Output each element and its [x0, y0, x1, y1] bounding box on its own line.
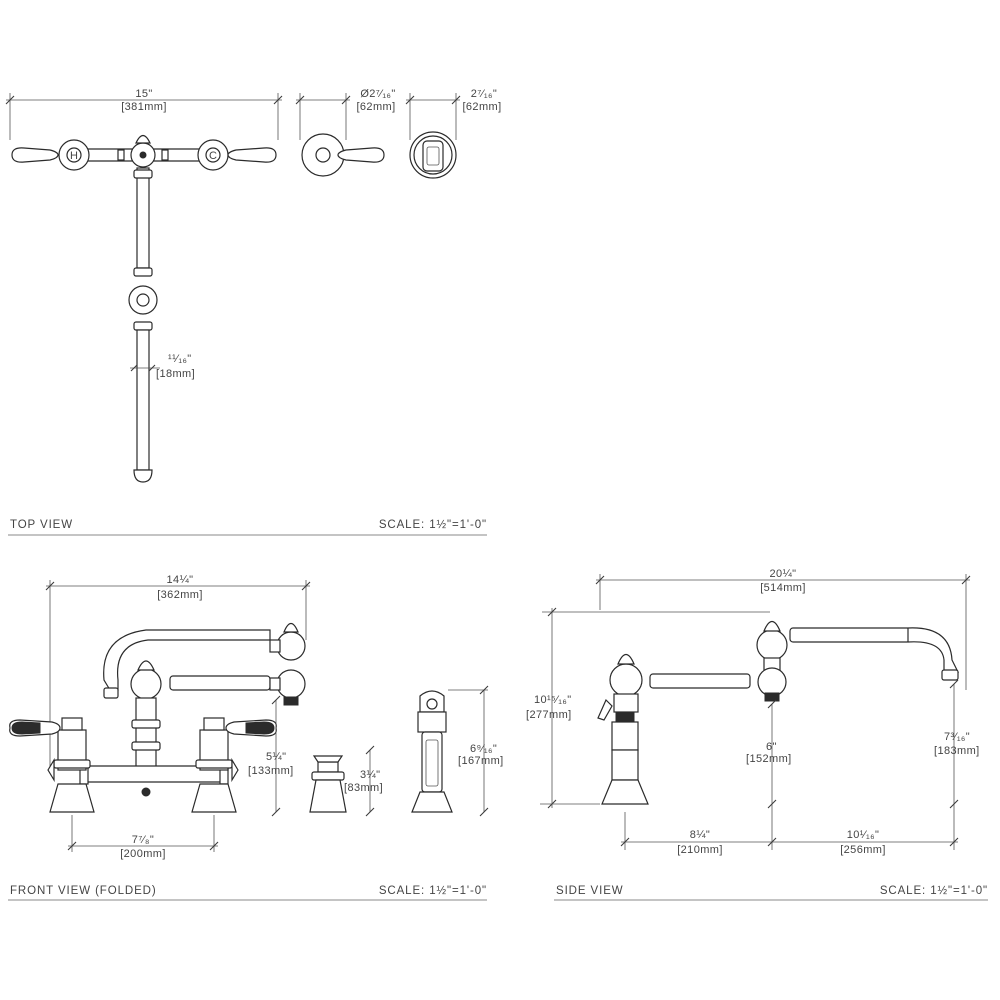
side-spout-metric: [183mm] [934, 745, 980, 757]
front-view-scale: SCALE: 1½"=1'-0" [379, 885, 487, 897]
side-reach-metric: [256mm] [840, 844, 886, 856]
side-spout-imperial: 7³⁄₁₆" [944, 731, 970, 743]
top-view-label: TOP VIEW [10, 519, 73, 531]
side-height-imperial: 10¹⁵⁄₁₆" [534, 694, 572, 706]
front-centers-metric: [200mm] [120, 848, 166, 860]
top-tube-metric: [18mm] [156, 368, 195, 380]
top-dia-imperial: Ø2⁷⁄₁₆" [360, 88, 395, 100]
front-handle-metric: [83mm] [344, 782, 383, 794]
front-spray-imperial: 6⁹⁄₁₆" [470, 743, 497, 755]
side-mid-imperial: 6" [766, 741, 777, 753]
top-view-scale: SCALE: 1½"=1'-0" [379, 519, 487, 531]
top-spray-imperial: 2⁷⁄₁₆" [471, 88, 497, 100]
cold-mark: C [209, 150, 217, 162]
front-height-imperial: 5¼" [266, 751, 286, 763]
side-view-scale: SCALE: 1½"=1'-0" [880, 885, 988, 897]
top-dia-metric: [62mm] [356, 101, 395, 113]
top-spray-metric: [62mm] [462, 101, 501, 113]
top-width-metric: [381mm] [121, 101, 167, 113]
front-spray-metric: [167mm] [458, 755, 504, 767]
front-view-label: FRONT VIEW (FOLDED) [10, 885, 157, 897]
hot-mark: H [70, 150, 78, 162]
front-centers-imperial: 7⁷⁄₈" [132, 834, 154, 846]
side-view-drawing: 20¼" [514mm] 10¹⁵⁄₁₆" [277mm] [526, 568, 980, 856]
front-handle-imperial: 3¼" [360, 769, 380, 781]
side-reach-imperial: 10¹⁄₁₆" [847, 829, 880, 841]
side-base-metric: [210mm] [677, 844, 723, 856]
side-mid-metric: [152mm] [746, 753, 792, 765]
side-view-label: SIDE VIEW [556, 885, 624, 897]
top-tube-imperial: ¹¹⁄₁₆" [168, 353, 192, 365]
front-view-drawing: 14¼" [362mm] [9, 574, 504, 860]
front-height-metric: [133mm] [248, 765, 294, 777]
top-view-drawing: 15" [381mm] H C ¹¹⁄₁₆" [18mm] [5, 88, 501, 483]
front-width-metric: [362mm] [157, 589, 203, 601]
top-width-imperial: 15" [135, 88, 152, 100]
front-width-imperial: 14¼" [167, 574, 194, 586]
side-width-imperial: 20¼" [770, 568, 797, 580]
side-height-metric: [277mm] [526, 709, 572, 721]
side-width-metric: [514mm] [760, 582, 806, 594]
side-base-imperial: 8¼" [690, 829, 710, 841]
